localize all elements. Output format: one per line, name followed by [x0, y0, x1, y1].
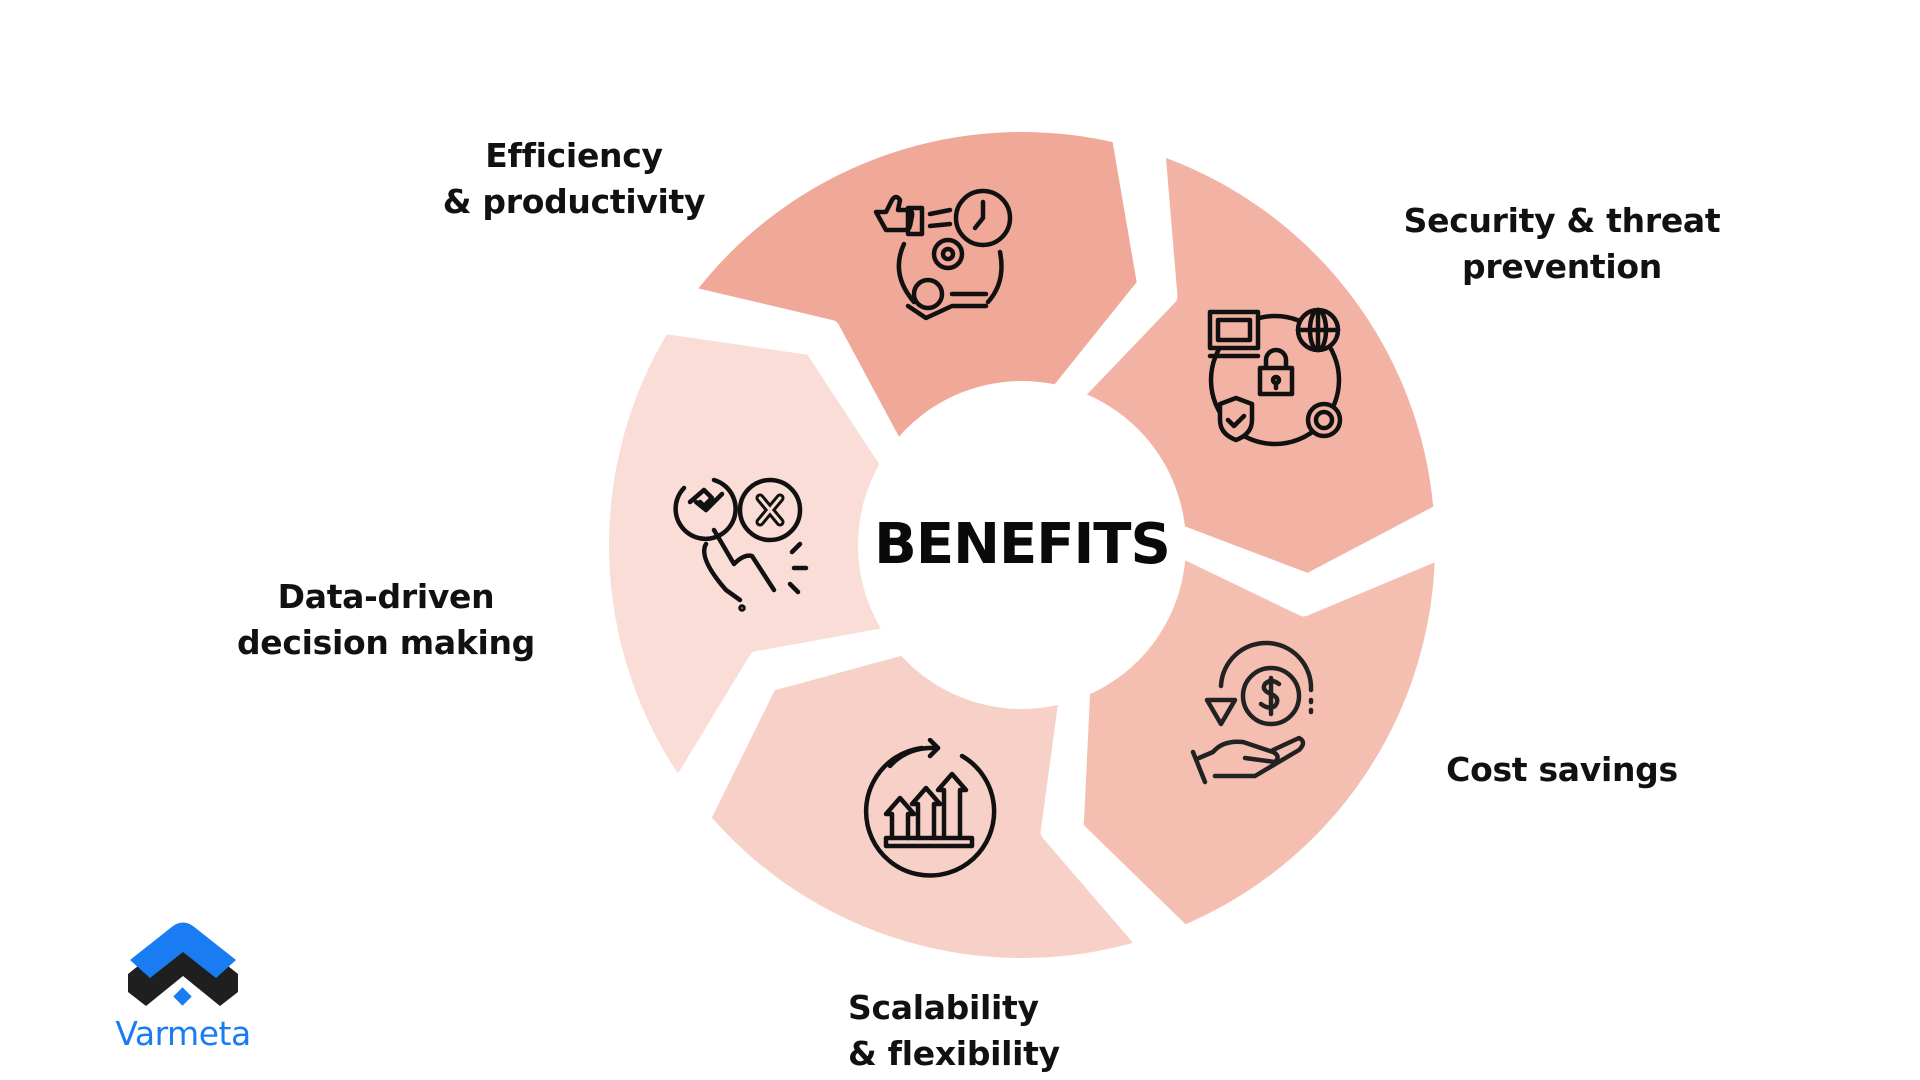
label-cost: Cost savings	[1412, 747, 1712, 793]
label-decision: Data-driven decision making	[226, 574, 546, 666]
decision-icon	[673, 477, 809, 612]
label-scalability: Scalability & flexibility	[848, 985, 1108, 1077]
growth-icon	[863, 738, 997, 878]
varmeta-logo: Varmeta	[108, 922, 258, 1062]
segment-cost	[1065, 537, 1453, 944]
label-scalability-line2: & flexibility	[848, 1034, 1060, 1073]
varmeta-logo-text: Varmeta	[115, 1014, 251, 1053]
productivity-icon	[873, 188, 1013, 321]
varmeta-logo-mark-icon	[128, 922, 238, 1006]
label-decision-line1: Data-driven	[277, 577, 495, 616]
center-circle	[871, 394, 1173, 696]
cost-savings-icon	[1190, 640, 1314, 785]
security-network-icon	[1207, 307, 1343, 447]
label-decision-line2: decision making	[236, 623, 535, 662]
segment-security	[1062, 135, 1452, 592]
label-cost-line1: Cost savings	[1446, 750, 1678, 789]
label-efficiency-line2: & productivity	[442, 182, 706, 221]
label-efficiency: Efficiency & productivity	[424, 133, 724, 225]
label-efficiency-line1: Efficiency	[485, 136, 663, 175]
label-security-line2: prevention	[1462, 247, 1662, 286]
label-scalability-line1: Scalability	[848, 988, 1039, 1027]
label-security: Security & threat prevention	[1392, 198, 1732, 290]
label-security-line1: Security & threat	[1403, 201, 1721, 240]
segment-scalability	[692, 636, 1158, 976]
center-title: BENEFITS	[874, 512, 1171, 577]
